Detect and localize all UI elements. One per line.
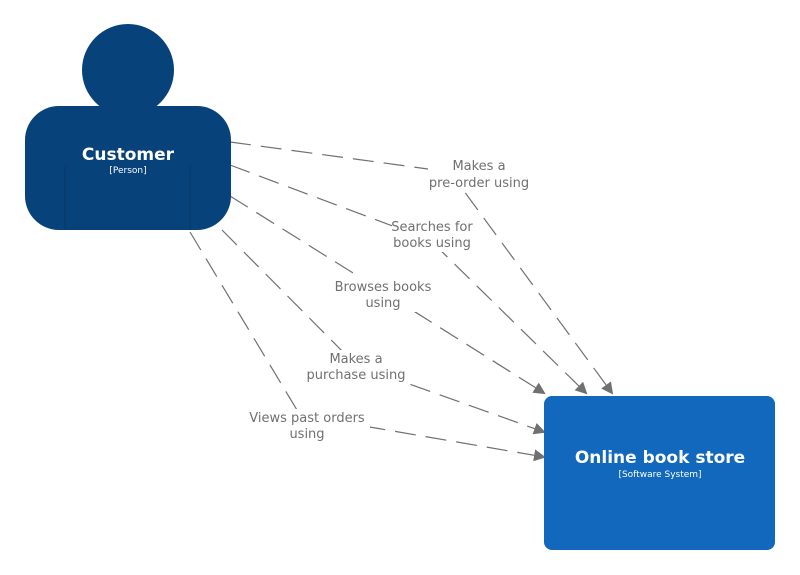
relationship-labels: Makes a pre-order using Searches for boo…: [246, 157, 530, 443]
edge-purchase[interactable]: [221, 229, 546, 435]
label-preorder-line2: pre-order using: [429, 176, 529, 191]
system-name: Online book store: [575, 448, 745, 468]
label-purchase-line1: Makes a: [329, 352, 382, 367]
customer-name: Customer: [82, 145, 175, 165]
system-type: [Software System]: [618, 470, 701, 480]
customer-person[interactable]: Customer [Person]: [25, 24, 231, 230]
label-browse-line2: using: [365, 296, 400, 311]
label-browse-line1: Browses books: [335, 280, 432, 295]
edge-preorder[interactable]: [229, 141, 614, 395]
label-purchase: Makes a purchase using: [306, 350, 406, 384]
online-book-store-system[interactable]: Online book store [Software System]: [544, 396, 775, 550]
label-purchase-line2: purchase using: [307, 368, 406, 383]
edge-search[interactable]: [229, 164, 588, 395]
customer-type: [Person]: [109, 166, 146, 176]
label-past-orders: Views past orders using: [246, 409, 370, 443]
label-past-orders-line1: Views past orders: [249, 411, 365, 426]
person-head-icon: [82, 24, 174, 116]
label-preorder: Makes a pre-order using: [428, 157, 530, 191]
label-search: Searches for books using: [391, 218, 474, 252]
person-body: [25, 106, 231, 230]
label-browse: Browses books using: [334, 278, 432, 312]
label-search-line1: Searches for: [391, 220, 473, 235]
label-search-line2: books using: [393, 236, 471, 251]
label-past-orders-line2: using: [289, 427, 324, 442]
edge-past-orders[interactable]: [189, 231, 546, 462]
label-preorder-line1: Makes a: [452, 159, 505, 174]
system-box: [544, 396, 775, 550]
